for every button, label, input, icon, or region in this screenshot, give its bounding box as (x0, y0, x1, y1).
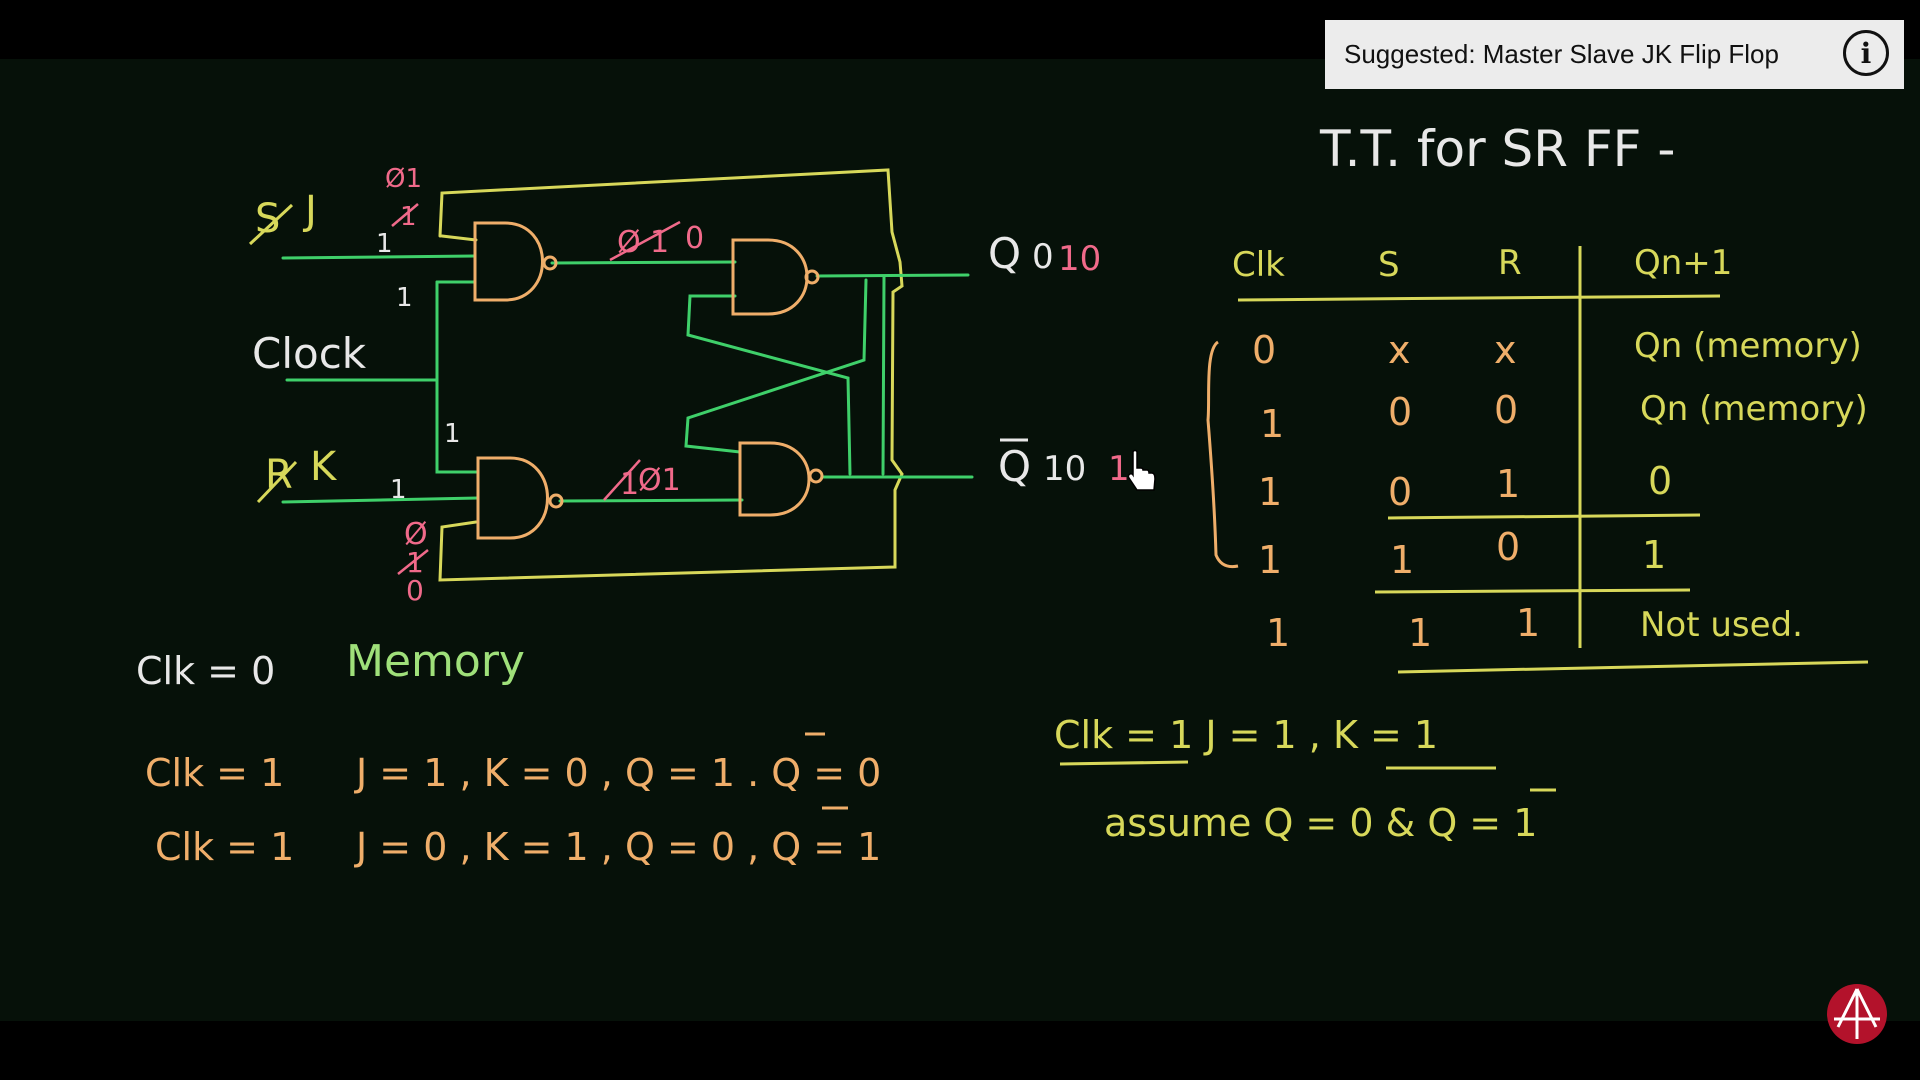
top-feed-label: Ø1 (385, 164, 422, 194)
truth-table: T.T. for SR FF - Clk S R Qn+1 0 x x Qn (… (1206, 120, 1869, 674)
row4-clk: 1 (1258, 538, 1282, 582)
top-mid-label: Ø (617, 225, 641, 260)
suggestion-card[interactable]: Suggested: Master Slave JK Flip Flop i (1325, 20, 1904, 89)
input-r-strike (256, 460, 298, 504)
table-header-rule (1237, 294, 1721, 302)
nand-gate-4 (738, 441, 824, 517)
input-s-strike (248, 203, 294, 246)
nand-gates (473, 221, 824, 540)
table-header-clk: Clk (1232, 245, 1285, 285)
table-header-r: R (1498, 243, 1522, 283)
output-qbar-value-white: 10 (1043, 449, 1086, 489)
row1-r: x (1494, 328, 1517, 372)
row1-q: Qn (memory) (1634, 326, 1862, 366)
row5-r: 1 (1516, 601, 1540, 645)
circuit-wires (281, 168, 974, 582)
row4-s: 1 (1390, 538, 1414, 582)
output-qbar-value-pink: 1 (1108, 449, 1130, 489)
nand-gate-3 (731, 238, 820, 316)
bottom-feed-end-label: 0 (406, 574, 424, 607)
row3-q: 0 (1648, 459, 1672, 503)
note-clk0: Clk = 0 (136, 649, 275, 693)
table-header-s: S (1378, 245, 1400, 285)
bottom-mid-label: Ø1 (638, 463, 681, 498)
top-mid-strike-label: 1 (650, 225, 669, 260)
output-q-value-white: 0 (1032, 237, 1054, 277)
top-mid-end-label: 0 (685, 221, 704, 256)
table-rule-4 (1397, 660, 1869, 674)
info-icon[interactable]: i (1843, 30, 1889, 76)
hand-cursor-icon (1127, 449, 1156, 491)
row2-r: 0 (1494, 388, 1518, 432)
row5-q: Not used. (1640, 605, 1803, 645)
channel-logo-icon (1827, 984, 1887, 1044)
note-line1-clk: Clk = 1 (145, 751, 284, 795)
table-rule-2 (1387, 513, 1701, 520)
note-memory: Memory (346, 636, 525, 687)
table-rule-3 (1374, 588, 1691, 594)
truth-table-title: T.T. for SR FF - (1319, 120, 1675, 178)
row3-s: 0 (1388, 470, 1412, 514)
row2-q: Qn (memory) (1640, 389, 1868, 429)
row5-clk: 1 (1266, 611, 1290, 655)
table-brace (1206, 340, 1239, 569)
row2-clk: 1 (1260, 402, 1284, 446)
input-j-label: J (302, 188, 317, 234)
bottom-feed-strike (397, 549, 429, 575)
nand-gate-1 (473, 221, 558, 302)
clock-label: Clock (252, 329, 367, 378)
clock-top-value: 1 (396, 283, 413, 313)
bottom-mid-strike (603, 459, 641, 501)
output-q-label: Q (988, 229, 1021, 278)
table-header-qn1: Qn+1 (1634, 243, 1732, 283)
chalkboard (0, 59, 1920, 1021)
row1-s: x (1388, 328, 1411, 372)
output-qbar-label: Q (998, 442, 1031, 491)
nand-gate-2 (476, 456, 564, 540)
note-line1: J = 1 , K = 0 , Q = 1 . Q = 0 (354, 751, 881, 795)
suggestion-text[interactable]: Suggested: Master Slave JK Flip Flop (1344, 39, 1779, 69)
note-clk-underline (1059, 760, 1189, 766)
top-mid-strike (609, 220, 681, 262)
bottom-feed-label: Ø (404, 517, 428, 552)
note-line2: J = 0 , K = 1 , Q = 0 , Q = 1 (354, 825, 881, 869)
input-k-label: K (310, 444, 338, 490)
row2-s: 0 (1388, 390, 1412, 434)
bottom-feed-strike-label: 1 (406, 546, 424, 579)
k-input-value: 1 (390, 475, 407, 505)
clock-bottom-value: 1 (444, 419, 461, 449)
row3-r: 1 (1496, 462, 1520, 506)
note-line2-clk: Clk = 1 (155, 825, 294, 869)
row4-r: 0 (1496, 525, 1520, 569)
output-q-value-pink: 10 (1058, 239, 1101, 279)
top-feed-strike (391, 203, 419, 227)
row5-s: 1 (1408, 611, 1432, 655)
row4-q: 1 (1642, 533, 1666, 577)
row3-clk: 1 (1258, 470, 1282, 514)
j-input-value: 1 (376, 229, 393, 259)
note-assume: assume Q = 0 & Q = 1 (1104, 801, 1537, 845)
row1-clk: 0 (1252, 328, 1276, 372)
note-clk1-j1k1: Clk = 1 J = 1 , K = 1 (1054, 713, 1438, 757)
